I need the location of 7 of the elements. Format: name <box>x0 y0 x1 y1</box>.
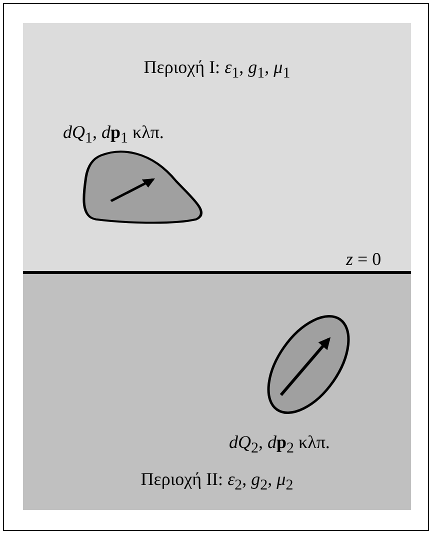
region-band <box>23 23 411 271</box>
quantity-label: dQ$_{1}$, dp$_{1}$ κλπ. <box>63 121 164 148</box>
region-title: Περιοχή II: ε$_{2}$, g$_{2}$, μ$_{2}$ <box>140 469 294 495</box>
region-title: Περιοχή I: ε$_{1}$, g$_{1}$, μ$_{1}$ <box>142 57 292 83</box>
quantity-label: dQ$_{2}$, dp$_{2}$ κλπ. <box>229 431 330 458</box>
plane-label: z = 0 <box>346 249 382 270</box>
region-band <box>23 274 411 510</box>
